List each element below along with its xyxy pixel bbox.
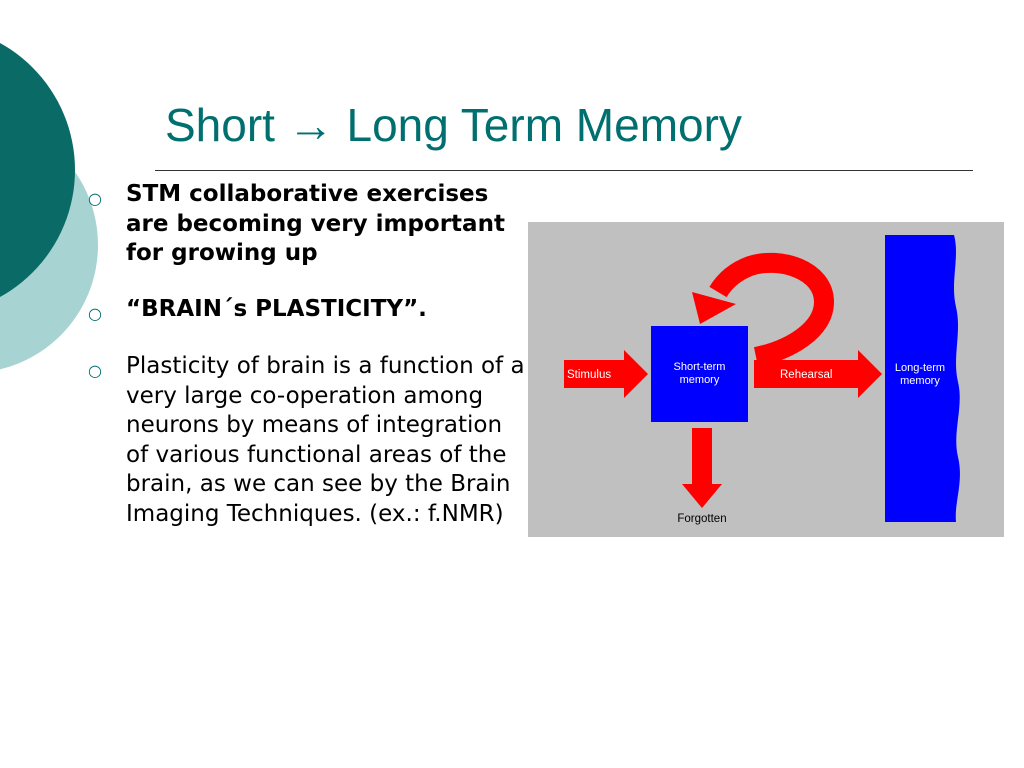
hollow-circle-bullet-icon: ○ (88, 303, 102, 323)
title-underline (155, 170, 973, 171)
stm-label-line1: Short-term (674, 361, 726, 373)
stimulus-arrow (564, 350, 648, 398)
bullet-item: ○ STM collaborative exercises are becomi… (86, 180, 526, 269)
stm-label-line2: memory (680, 374, 720, 386)
decorative-teal-circles (0, 43, 98, 370)
long-term-memory-block (885, 235, 960, 522)
bullet-item: ○ Plasticity of brain is a function of a… (86, 352, 526, 529)
bullet-text: Plasticity of brain is a function of a v… (126, 353, 525, 527)
bullet-list: ○ STM collaborative exercises are becomi… (86, 180, 526, 557)
forgotten-arrow (682, 428, 722, 508)
bullet-item: ○ “BRAIN´s PLASTICITY”. (86, 295, 526, 325)
short-term-memory-box (651, 326, 748, 422)
slide-title: Short → Long Term Memory (165, 99, 742, 151)
bullet-text: “BRAIN´s PLASTICITY”. (126, 295, 427, 322)
rehearsal-loop-arrowhead (692, 292, 736, 324)
ltm-label-line2: memory (900, 375, 940, 387)
forgotten-label: Forgotten (677, 513, 726, 525)
rehearsal-label: Rehearsal (780, 369, 832, 381)
stimulus-label: Stimulus (567, 369, 611, 381)
hollow-circle-bullet-icon: ○ (88, 361, 102, 380)
memory-model-diagram: Stimulus Short-term memory Rehearsal Lon… (528, 222, 1004, 537)
bullet-text: STM collaborative exercises are becoming… (126, 181, 505, 266)
rehearsal-arrow (754, 350, 882, 398)
ltm-label-line1: Long-term (895, 362, 945, 374)
rehearsal-loop-arrow (709, 252, 835, 367)
hollow-circle-bullet-icon: ○ (88, 189, 102, 208)
